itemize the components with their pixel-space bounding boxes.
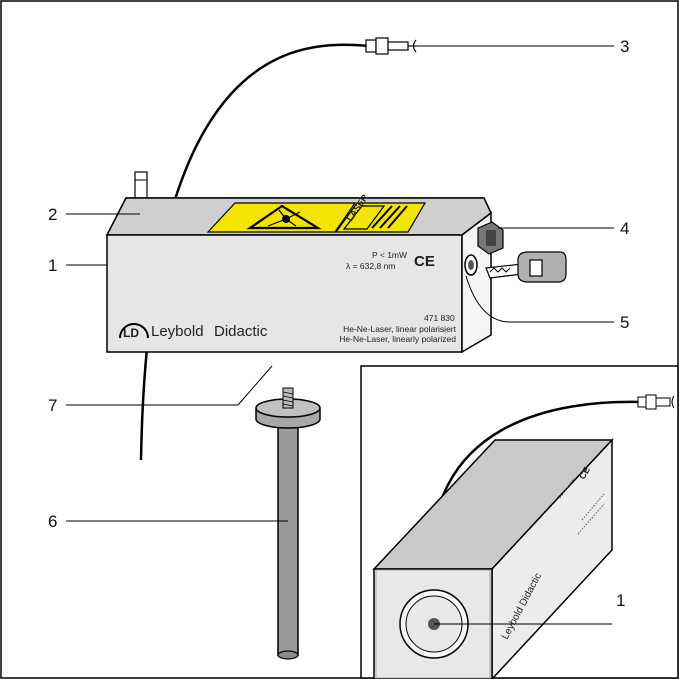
inset-callout-1: 1 (616, 591, 625, 610)
power-label: P < 1mW (372, 250, 407, 260)
brand-second: Didactic (214, 323, 268, 340)
inset-fiber-connector (637, 394, 675, 410)
callout-4: 4 (620, 219, 629, 238)
callout-1: 1 (48, 256, 57, 275)
wavelength-label: λ = 632,8 nm (346, 261, 395, 271)
callout-2: 2 (48, 205, 57, 224)
key-switch-icon (477, 221, 504, 255)
mounting-rod (255, 387, 321, 660)
catalog-number: 471 830 (424, 313, 455, 323)
inset-panel: CE Leybold Didactic 1 (360, 365, 679, 679)
main-laser: LASER P < 1mW CE λ = 632,8 nm 471 830 He… (105, 37, 567, 461)
logo-ld-text: LD (123, 326, 139, 340)
description-en: He-Ne-Laser, linearly polarized (339, 334, 456, 344)
brand-first: Leybold (151, 323, 204, 340)
laser-warning-label: LASER (206, 192, 427, 233)
callout-7: 7 (48, 396, 57, 415)
fiber-connector (365, 37, 417, 55)
callout-leaders (66, 45, 614, 522)
ce-mark: CE (414, 253, 435, 270)
callout-5: 5 (620, 313, 629, 332)
leybold-logo: LD Leybold Didactic (119, 323, 268, 340)
callout-3: 3 (620, 37, 629, 56)
callout-6: 6 (48, 512, 57, 531)
key-icon (485, 251, 567, 283)
description-de: He-Ne-Laser, linear polarisiert (343, 324, 457, 334)
